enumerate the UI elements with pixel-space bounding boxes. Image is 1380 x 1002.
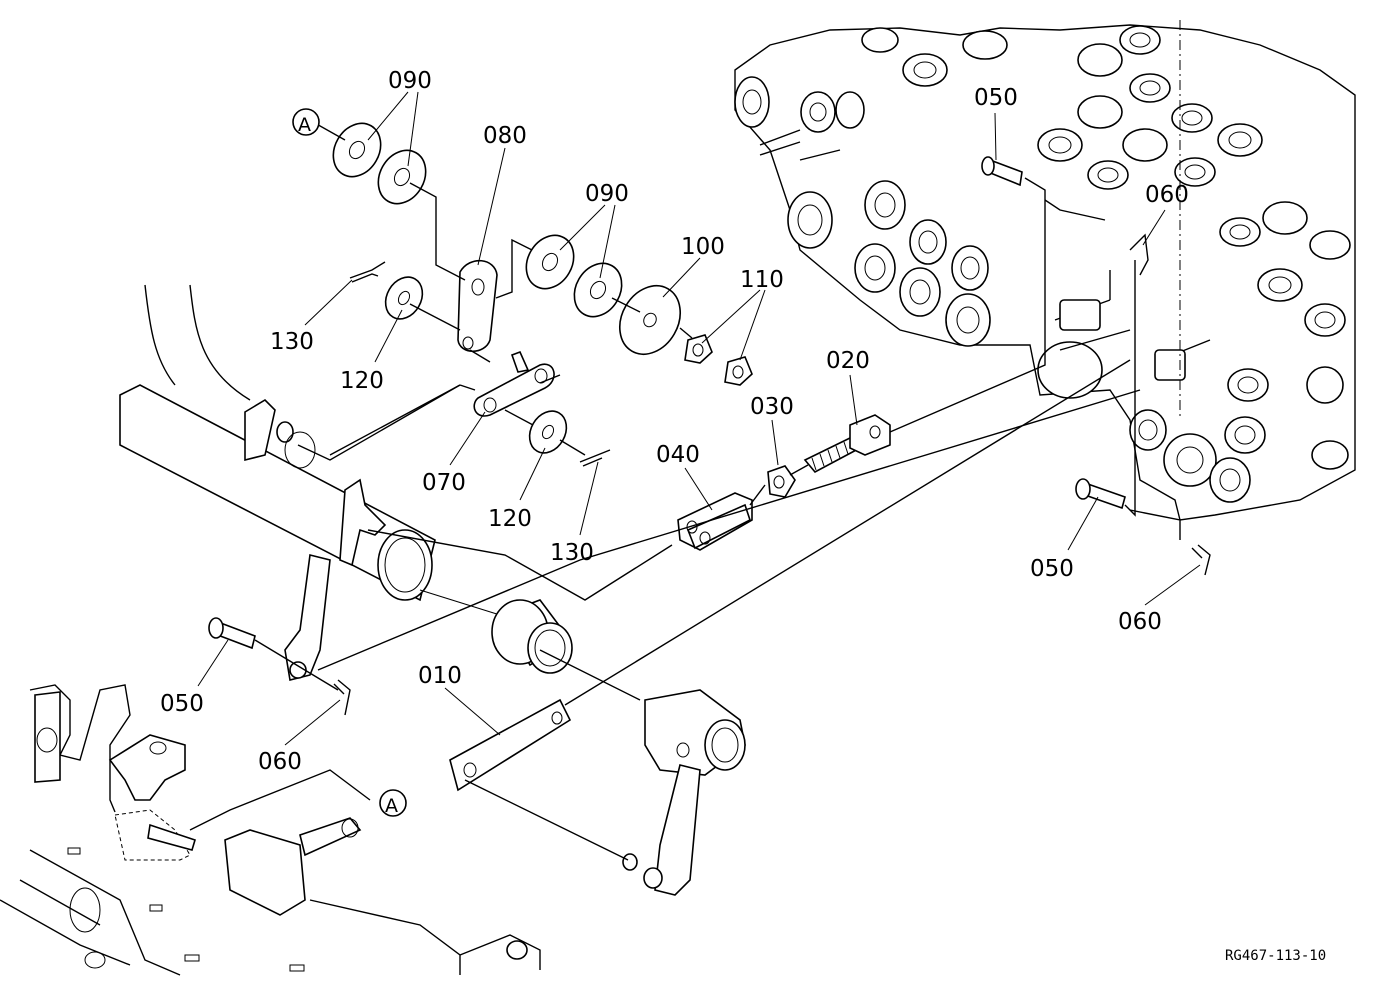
callout-040: 040 [656,442,700,468]
plate-010 [449,698,572,792]
callout-080: 080 [483,123,527,149]
reference-circle-a-bottom [379,789,407,817]
callout-060c: 060 [258,749,302,775]
lower-frame [0,684,541,976]
washer-090-middle [525,234,623,318]
link-070 [473,350,555,417]
pin-130-lower [579,449,611,467]
callout-130a: 130 [270,329,314,355]
callout-090b: 090 [585,181,629,207]
washer-090-upper [332,122,427,205]
callout-120a: 120 [340,368,384,394]
callout-110: 110 [740,267,784,293]
pin-050-right [1075,478,1126,510]
callout-070: 070 [422,470,466,496]
figure-reference-code: RG467-113-10 [1225,948,1326,964]
callout-A1: A [298,114,311,136]
cotter-pin-060 [333,233,1211,716]
reference-circle-a-top [292,108,320,136]
callout-050b: 050 [1030,556,1074,582]
pin-050-valve-top [981,156,1023,187]
explosion-lines [189,121,1181,861]
callout-050a: 050 [974,85,1018,111]
washer-120-upper [384,276,424,320]
callout-100: 100 [681,234,725,260]
callout-060a: 060 [1145,182,1189,208]
callout-A2: A [385,795,398,817]
clevis-040 [677,492,753,551]
nut-030 [767,465,796,498]
callout-060b: 060 [1118,609,1162,635]
callout-030: 030 [750,394,794,420]
callout-leaders [197,91,1201,746]
callout-120b: 120 [488,506,532,532]
rod-end-020 [803,414,891,474]
washer-100 [619,285,681,355]
callout-090a: 090 [388,68,432,94]
pin-130-upper [349,261,386,283]
callout-labels: 090 A 080 090 100 110 130 120 070 120 13… [160,68,1326,964]
nut-110 [684,334,753,386]
washer-120-lower [528,410,568,454]
callout-130b: 130 [550,540,594,566]
pin-050-left [208,617,256,650]
lever-shaft-assembly [119,284,501,681]
callout-020: 020 [826,348,870,374]
callout-050c: 050 [160,691,204,717]
callout-010: 010 [418,663,462,689]
plate-080 [457,259,498,353]
control-valve-assembly [734,20,1356,521]
lower-lever-arm [491,599,746,896]
